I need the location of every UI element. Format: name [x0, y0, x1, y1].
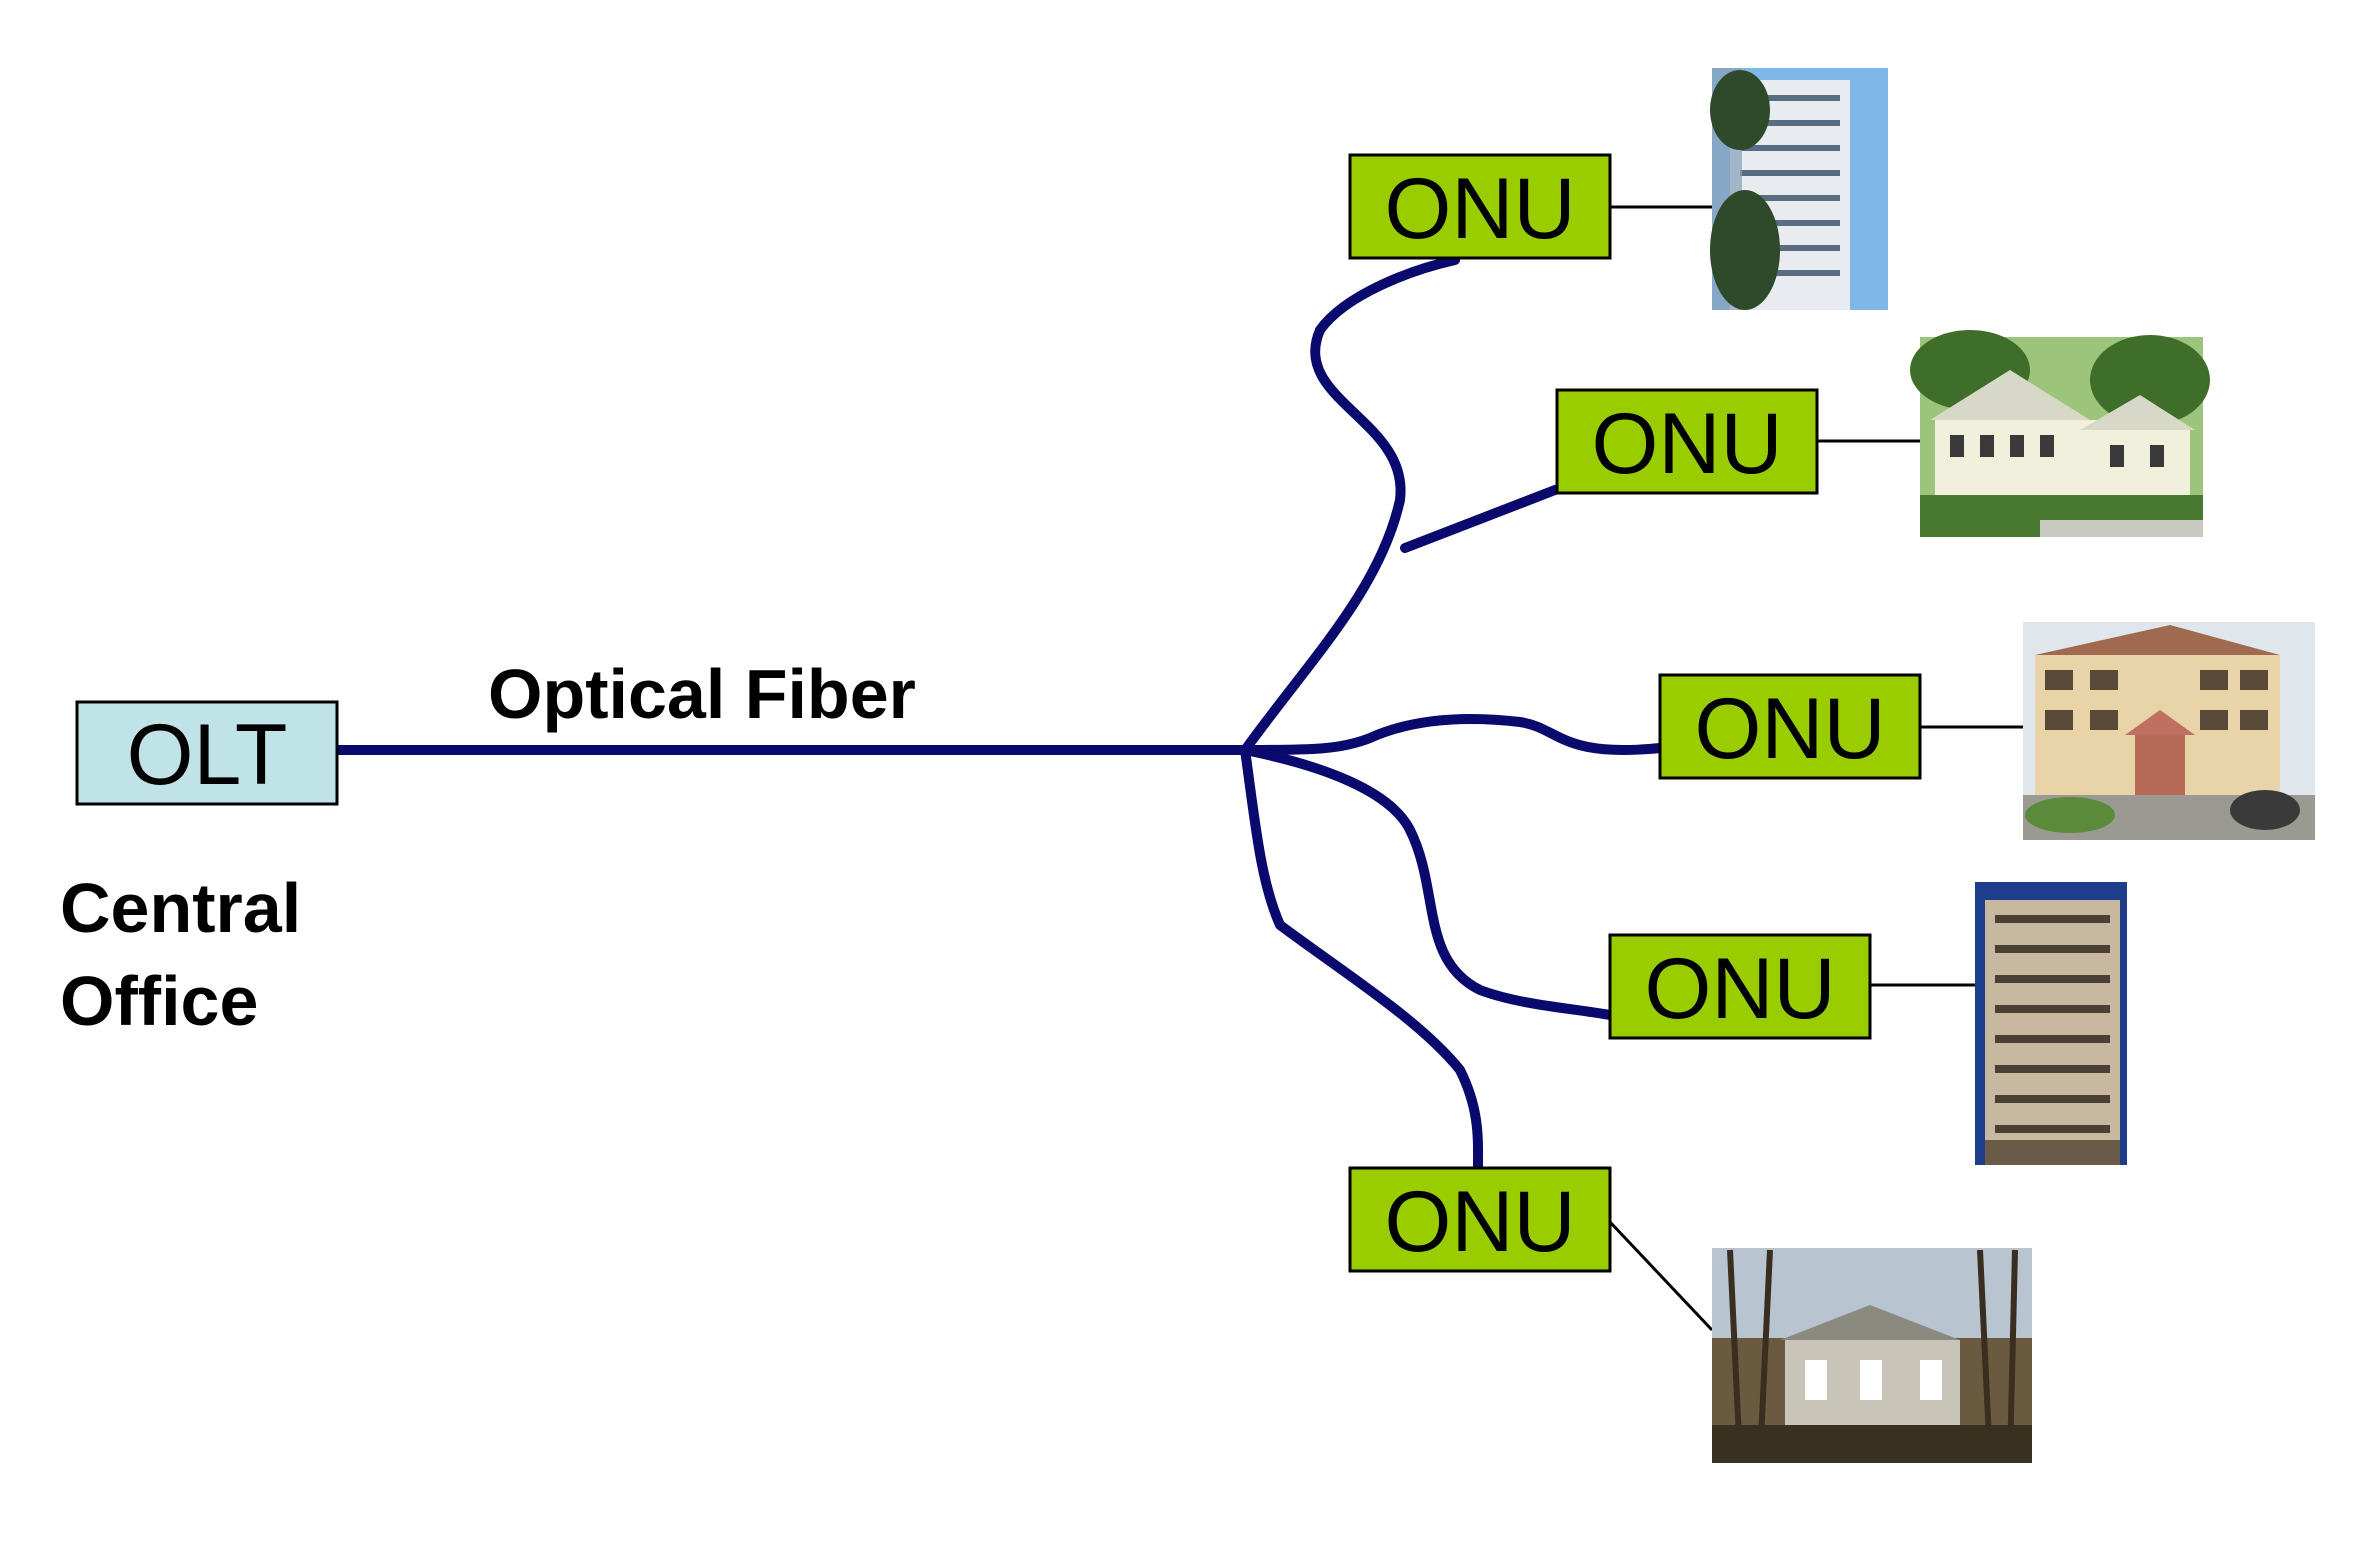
- building-photo-high-rise: [1710, 68, 1888, 310]
- fiber-branch-4: [1240, 745, 1615, 1020]
- building-photo-suburban-house: [1712, 1248, 2032, 1463]
- fiber-branch-3: [1240, 713, 1665, 756]
- onu-label-1: ONU: [1384, 161, 1575, 257]
- onu-box-2: ONU: [1555, 388, 1819, 495]
- fiber-branch-5: [1240, 745, 1484, 1173]
- onu-box-3: ONU: [1658, 673, 1922, 780]
- onu-box-4: ONU: [1608, 933, 1872, 1040]
- onu-label-3: ONU: [1694, 681, 1885, 777]
- onu-box-5: ONU: [1348, 1166, 1612, 1273]
- olt-label: OLT: [127, 707, 288, 803]
- onu-box-1: ONU: [1348, 153, 1612, 260]
- drop-lines: [1608, 205, 2023, 1332]
- building-photo-house-trees: [1910, 330, 2210, 537]
- building-photo-office: [1975, 882, 2127, 1165]
- fiber-branch-2: [1400, 485, 1560, 553]
- onu-label-2: ONU: [1591, 396, 1782, 492]
- fiber-label: Optical Fiber: [488, 655, 916, 733]
- olt-box: OLT: [75, 700, 339, 806]
- central-office-line2: Office: [60, 962, 258, 1040]
- drop-line-5: [1608, 1220, 1714, 1332]
- onu-label-5: ONU: [1384, 1174, 1575, 1270]
- building-photo-apartments: [2023, 622, 2315, 840]
- fiber-network: [332, 255, 1665, 1173]
- fiber-branch-1: [1240, 255, 1460, 755]
- onu-label-4: ONU: [1644, 941, 1835, 1037]
- central-office-line1: Central: [60, 869, 301, 947]
